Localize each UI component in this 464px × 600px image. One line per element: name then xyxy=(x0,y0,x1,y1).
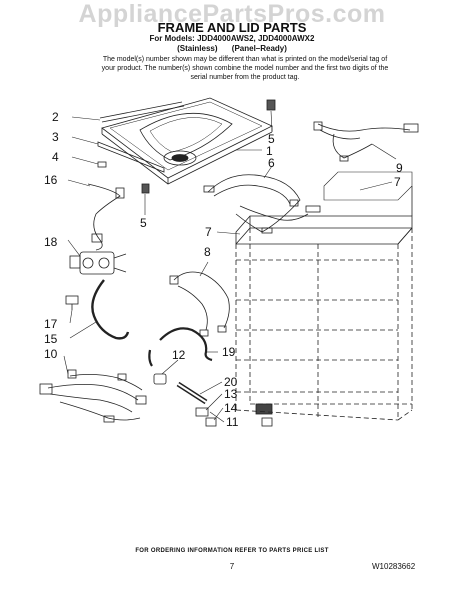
callout-18: 18 xyxy=(44,235,58,249)
callout-17: 17 xyxy=(44,317,58,331)
callout-2: 2 xyxy=(52,110,59,124)
part-main-harness xyxy=(39,369,147,423)
callout-14: 14 xyxy=(224,401,238,415)
page-title: FRAME AND LID PARTS xyxy=(157,20,307,35)
callout-1: 1 xyxy=(266,144,273,158)
watermark: AppliancePartsPros.com xyxy=(78,0,386,28)
variant-panel-ready: (Panel–Ready) xyxy=(231,44,287,53)
part-wire-harness-9 xyxy=(313,121,419,162)
callout-12: 12 xyxy=(172,348,186,362)
model-list: For Models: JDD4000AWS2, JDD4000AWX2 xyxy=(149,34,315,43)
callout-13: 13 xyxy=(224,387,238,401)
part-hose-15 xyxy=(91,279,130,340)
model-note: The model(s) number shown may be differe… xyxy=(101,56,389,81)
callout-6: 6 xyxy=(268,156,275,170)
part-side-bracket xyxy=(97,141,165,173)
part-tube xyxy=(176,381,208,405)
callout-7-lower: 7 xyxy=(205,225,212,239)
part-drain-hose xyxy=(148,327,213,367)
part-latch-blocks xyxy=(141,99,276,194)
part-hose-fitting xyxy=(153,373,167,385)
page-number: 7 xyxy=(229,562,235,571)
callout-5-lower: 5 xyxy=(140,216,147,230)
document-id: W10283662 xyxy=(372,562,416,571)
leader-lines xyxy=(63,110,397,423)
callout-7-upper: 7 xyxy=(394,175,401,189)
part-clamps xyxy=(195,403,273,427)
callout-15: 15 xyxy=(44,332,58,346)
callout-5-upper: 5 xyxy=(268,132,275,146)
part-hose-16 xyxy=(87,183,125,251)
part-fittings xyxy=(65,295,79,310)
callout-16: 16 xyxy=(44,173,58,187)
callout-19: 19 xyxy=(222,345,236,359)
callout-9: 9 xyxy=(396,161,403,175)
callout-3: 3 xyxy=(52,130,59,144)
part-wire-harness-6 xyxy=(203,174,321,234)
callout-10: 10 xyxy=(44,347,58,361)
part-valve xyxy=(69,251,127,275)
callout-8: 8 xyxy=(204,245,211,259)
part-lid-frame xyxy=(101,97,273,185)
callout-11: 11 xyxy=(226,415,239,429)
callout-4: 4 xyxy=(52,150,59,164)
ordering-footer: FOR ORDERING INFORMATION REFER TO PARTS … xyxy=(135,548,329,554)
part-clip xyxy=(97,161,107,168)
model-variants: (Stainless) (Panel–Ready) xyxy=(0,44,464,53)
callout-labels: 2 3 4 16 5 5 1 6 9 7 7 8 18 17 15 10 12 … xyxy=(44,110,403,429)
part-harness-8 xyxy=(169,271,230,337)
part-tub-frame xyxy=(235,171,413,421)
callout-20: 20 xyxy=(224,375,238,389)
variant-stainless: (Stainless) xyxy=(177,44,218,53)
